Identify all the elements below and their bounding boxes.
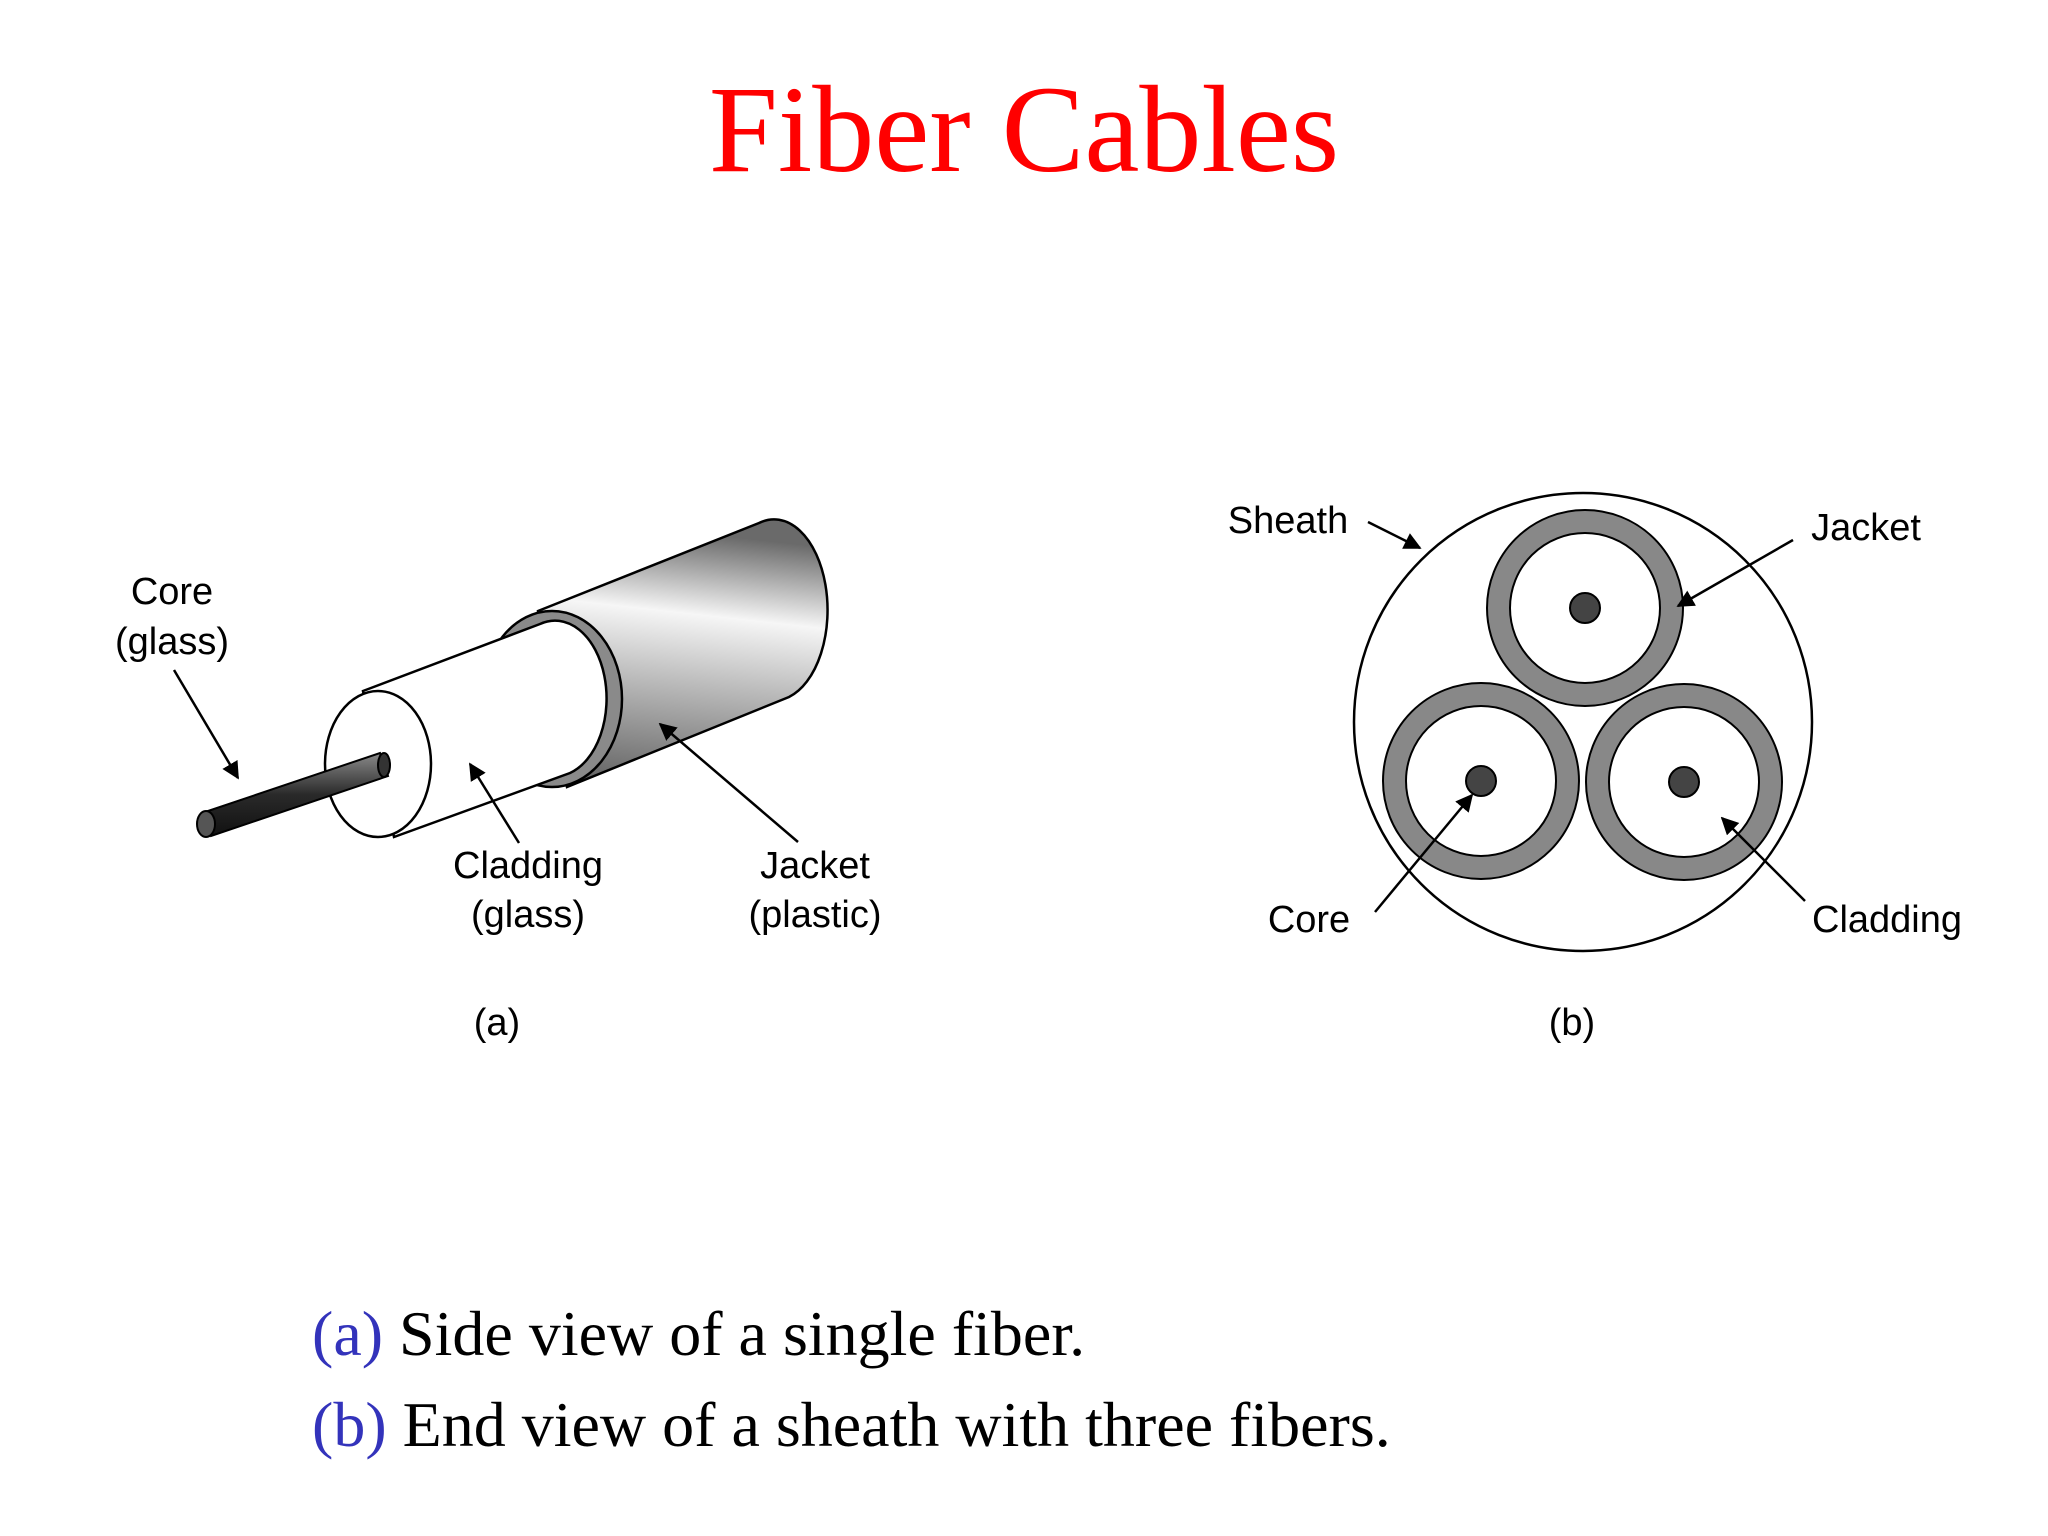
panel-b-label: (b) [1549,1002,1595,1044]
caption-a-tag: (a) [312,1298,384,1369]
jacket-arrow-b [1676,538,1794,608]
core-label-b: Core [1268,899,1350,941]
fiber-top [1486,509,1684,707]
end-view-sheath: Sheath Jacket Core Cladding (b) [1228,491,1962,1044]
core-arrow [172,669,240,780]
core-rod-back-end [377,752,391,778]
jacket-arrow [658,722,799,843]
fiber-right-core [1668,766,1700,798]
core-label-line1: Core [131,571,213,613]
caption-b-text: End view of a sheath with three fibers. [386,1389,1391,1460]
panel-a-label: (a) [474,1002,520,1044]
fiber-bottom-right [1585,683,1783,881]
cladding-label-line1: Cladding [453,845,603,887]
cladding-arrow-b [1720,816,1806,902]
fiber-bottom-left [1382,682,1580,880]
sheath-arrow [1367,520,1422,550]
core-rod-tip [196,810,216,838]
core-label-line2: (glass) [115,621,229,663]
core-arrow-b [1374,793,1474,913]
caption-b-tag: (b) [312,1389,387,1460]
caption-a: (a) Side view of a single fiber. [312,1302,1085,1366]
slide-title: Fiber Cables [708,61,1340,198]
jacket-label-line2: (plastic) [748,894,881,936]
sheath-label: Sheath [1228,500,1348,542]
jacket-label-b: Jacket [1811,507,1921,549]
cladding-label-line2: (glass) [471,894,585,936]
caption-b: (b) End view of a sheath with three fibe… [312,1393,1391,1457]
jacket-label-line1: Jacket [760,845,870,887]
side-view-fiber: Core (glass) Cladding (glass) Jacket (pl… [115,518,882,1044]
caption-a-text: Side view of a single fiber. [383,1298,1086,1369]
fiber-left-core [1465,765,1497,797]
cladding-label-b: Cladding [1812,899,1962,941]
fiber-top-core [1569,592,1601,624]
cladding-arrow [468,762,521,844]
